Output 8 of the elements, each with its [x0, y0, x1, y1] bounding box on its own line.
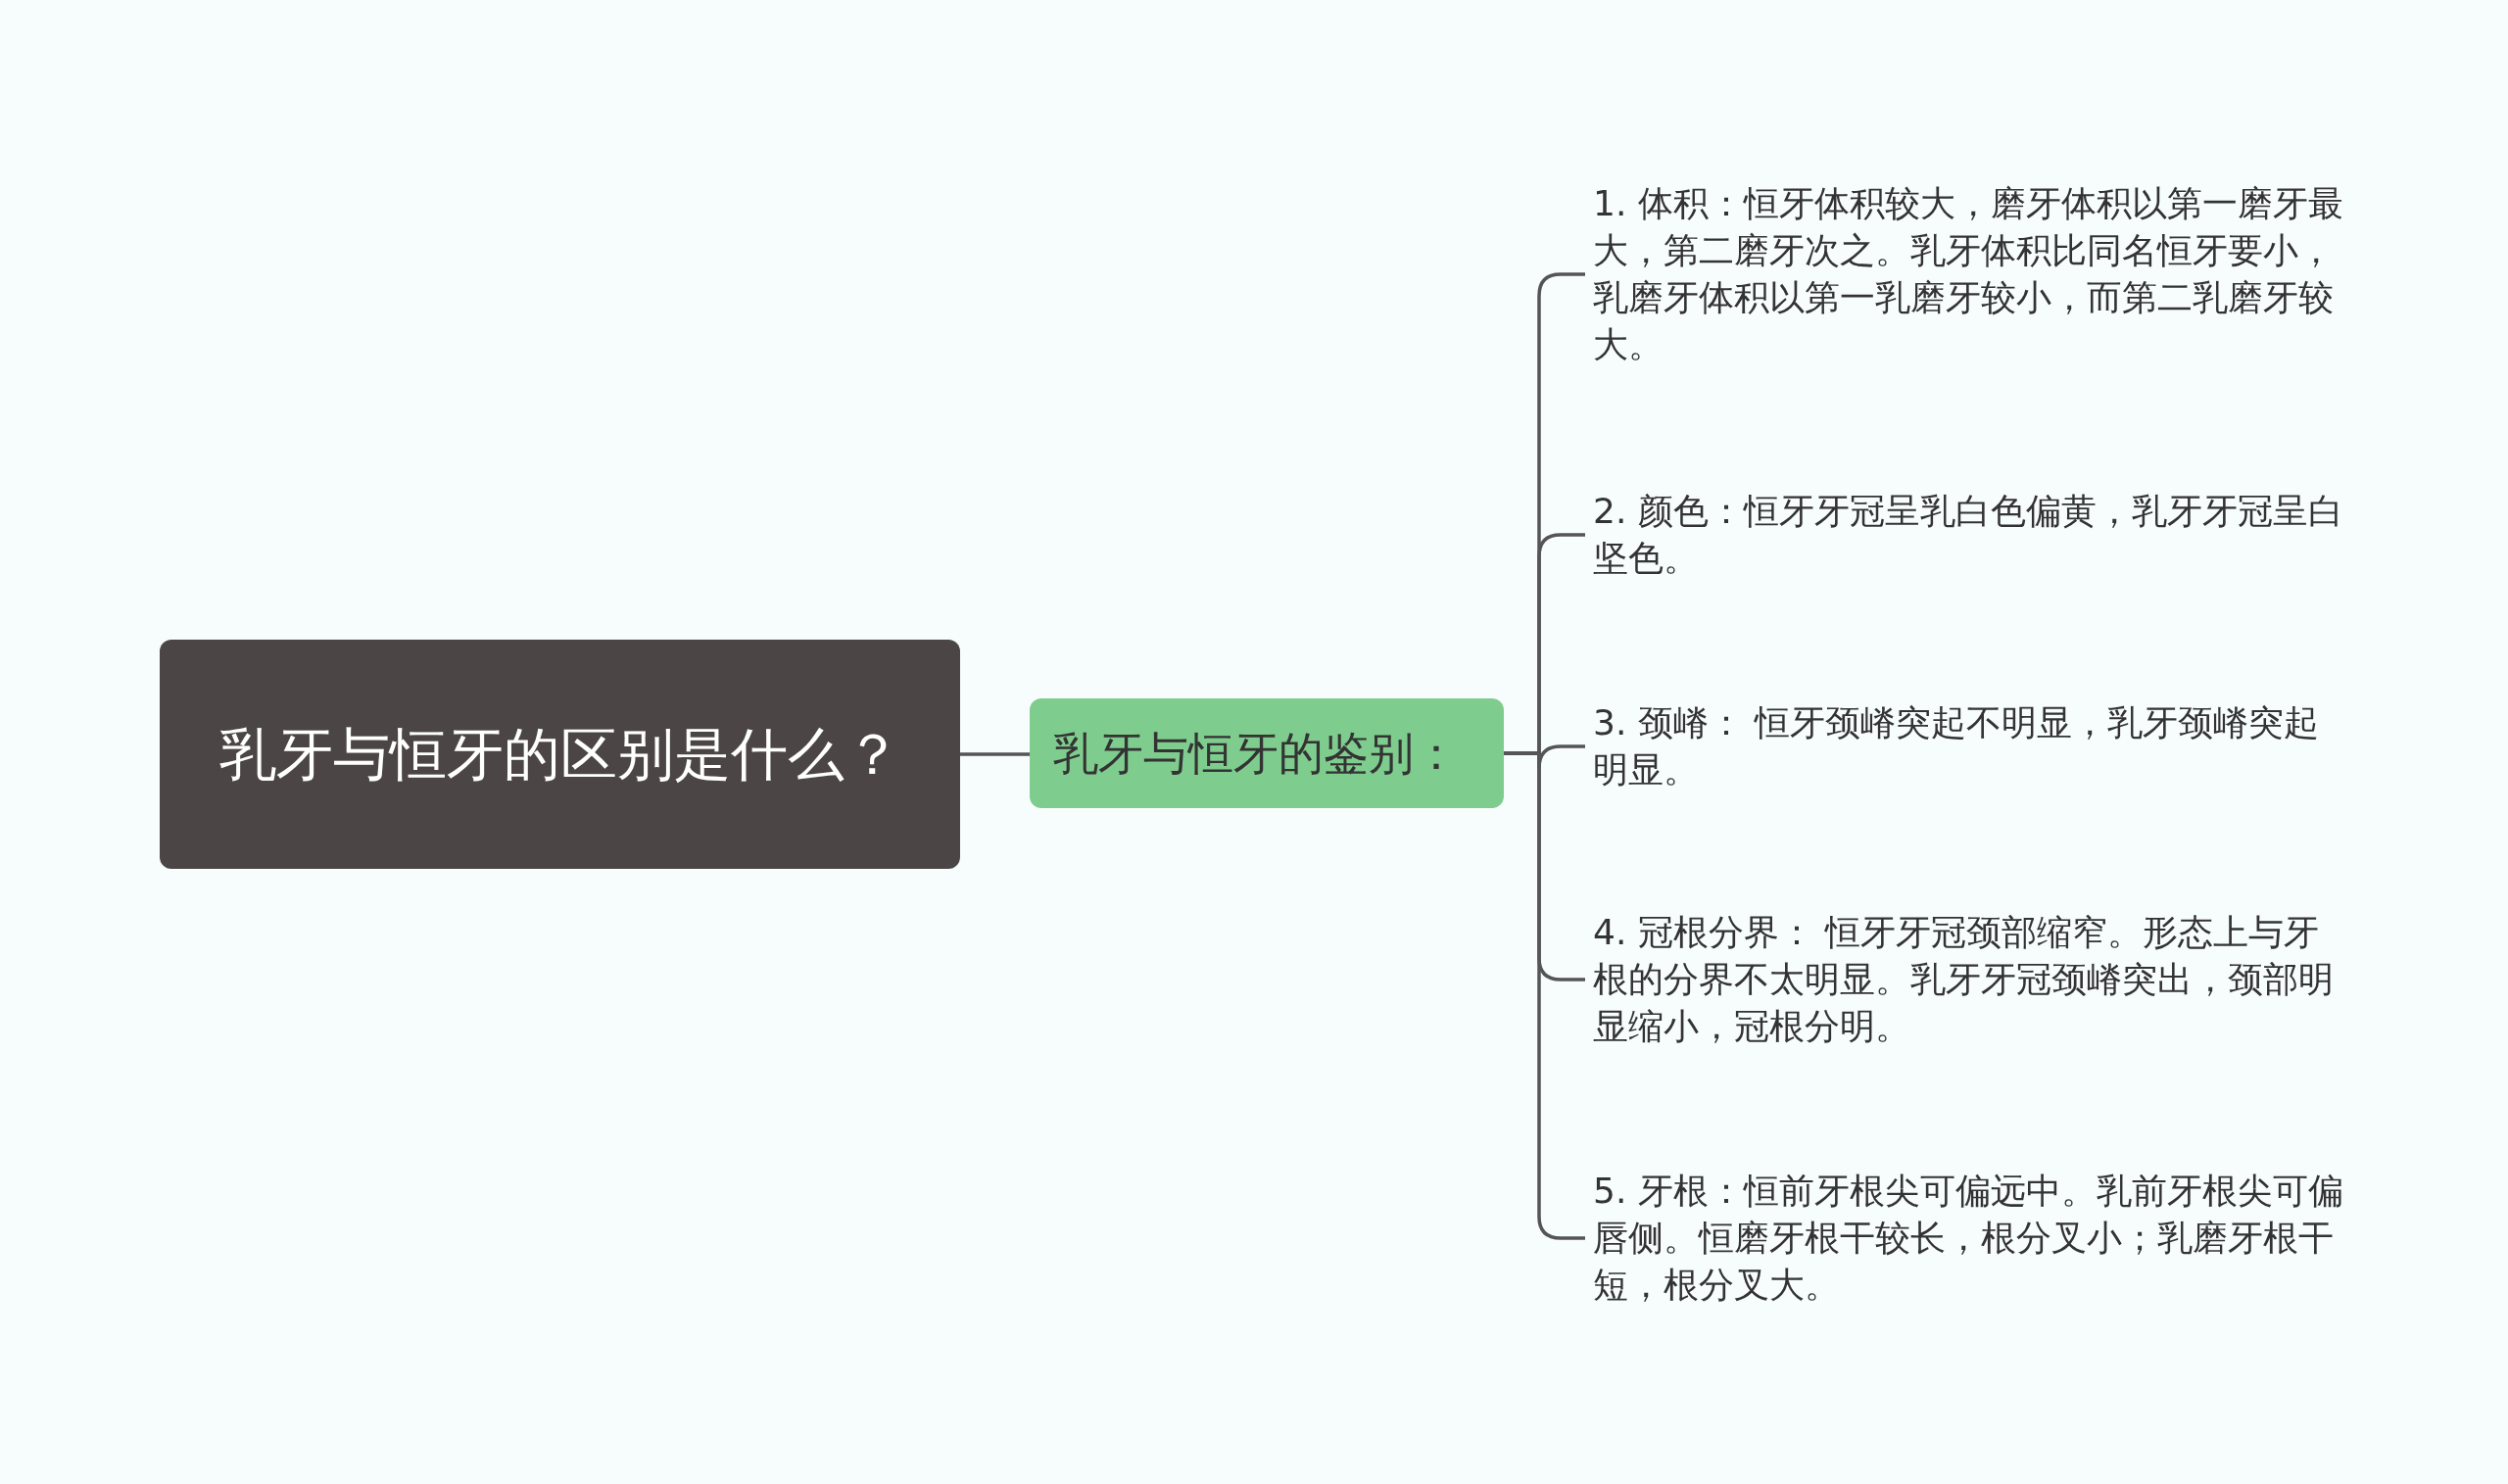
detail-text: 2. 颜色：恒牙牙冠呈乳白色偏黄，乳牙牙冠呈白坚色。 — [1585, 484, 2359, 586]
detail-text: 3. 颈嵴： 恒牙颈嵴突起不明显，乳牙颈嵴突起明显。 — [1585, 695, 2359, 797]
detail-text: 1. 体积：恒牙体积较大，磨牙体积以第一磨牙最大，第二磨牙次之。乳牙体积比同名恒牙要小，乳磨牙体积以第一乳磨牙较小，而第二乳磨牙较大。 — [1585, 176, 2359, 372]
connector-line — [960, 752, 1030, 756]
detail-text: 4. 冠根分界： 恒牙牙冠颈部缩窄。形态上与牙根的分界不太明显。乳牙牙冠颈嵴突出，颈部明显缩小，冠根分明。 — [1585, 905, 2359, 1054]
topic-box: 乳牙与恒牙的区别是什么？ — [160, 640, 960, 869]
detail-text: 5. 牙根：恒前牙根尖可偏远中。乳前牙根尖可偏唇侧。恒磨牙根干较长，根分叉小；乳磨牙根干短，根分叉大。 — [1585, 1164, 2359, 1313]
subtopic-box: 乳牙与恒牙的鉴别： — [1030, 698, 1504, 808]
